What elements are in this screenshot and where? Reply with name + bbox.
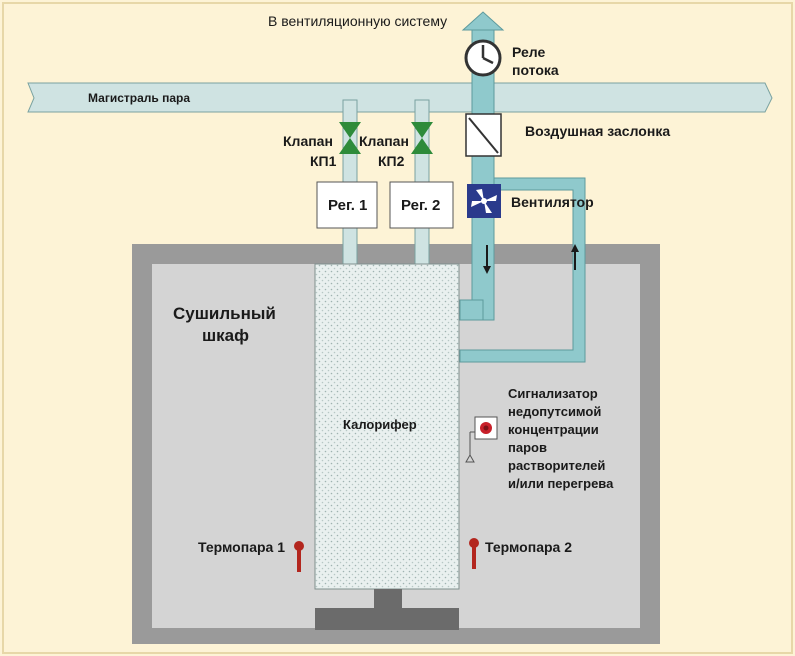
regulator-2 — [389, 181, 454, 229]
cabinet-label-line2: шкаф — [202, 326, 249, 345]
alarm-label: Сигнализатор недопутсимой концентрации п… — [508, 386, 614, 491]
alarm-label-line: паров — [508, 440, 547, 455]
thermocouple-1-thermometer-icon — [294, 541, 304, 572]
flow-arrow-up — [571, 244, 579, 270]
fan-label: Вентилятор — [511, 194, 594, 210]
alarm-sensor-icon — [465, 416, 498, 463]
flow-relay-label-line1: Реле — [512, 44, 545, 60]
flow-relay-gauge-icon — [464, 39, 502, 77]
valve-1-label-line2: КП1 — [310, 153, 337, 169]
exhaust-arrow — [461, 11, 505, 31]
air-damper-damper-icon — [465, 113, 502, 157]
flow-arrow-down — [483, 245, 491, 274]
alarm-label-line: и/или перегрева — [508, 476, 614, 491]
cabinet-label-line1: Сушильный — [173, 304, 276, 323]
alarm-label-line: недопутсимой — [508, 404, 601, 419]
steam-main-label: Магистраль пара — [88, 91, 190, 105]
alarm-label-line: Сигнализатор — [508, 386, 598, 401]
thermocouple-2-thermometer-icon — [469, 538, 479, 569]
regulator-1 — [316, 181, 378, 229]
heater-body — [314, 263, 460, 590]
regulator-2-label: Рег. 2 — [401, 197, 440, 214]
alarm-label-line: концентрации — [508, 422, 599, 437]
fan-icon — [467, 184, 501, 218]
valve-2-label-line2: КП2 — [378, 153, 405, 169]
valve-2-valve-icon — [411, 122, 433, 154]
valve-1-label-line1: Клапан — [283, 133, 333, 149]
flow-relay-label-line2: потока — [512, 62, 559, 78]
air-damper-label: Воздушная заслонка — [525, 123, 670, 139]
heater-base — [315, 608, 459, 630]
recirculation-duct — [459, 177, 586, 363]
heater-label: Калорифер — [343, 417, 417, 432]
regulator-1-label: Рег. 1 — [328, 197, 367, 214]
thermocouple-2-label: Термопара 2 — [485, 539, 572, 555]
ventilation-system-label: В вентиляционную систему — [268, 13, 447, 29]
exhaust-duct-elbow — [459, 299, 484, 321]
steam-main-pipe — [27, 82, 773, 113]
thermocouple-1-label: Термопара 1 — [198, 539, 285, 555]
valve-1-valve-icon — [339, 122, 361, 154]
valve-2-label-line1: Клапан — [359, 133, 409, 149]
alarm-label-line: растворителей — [508, 458, 605, 473]
heater-stand — [374, 589, 402, 609]
